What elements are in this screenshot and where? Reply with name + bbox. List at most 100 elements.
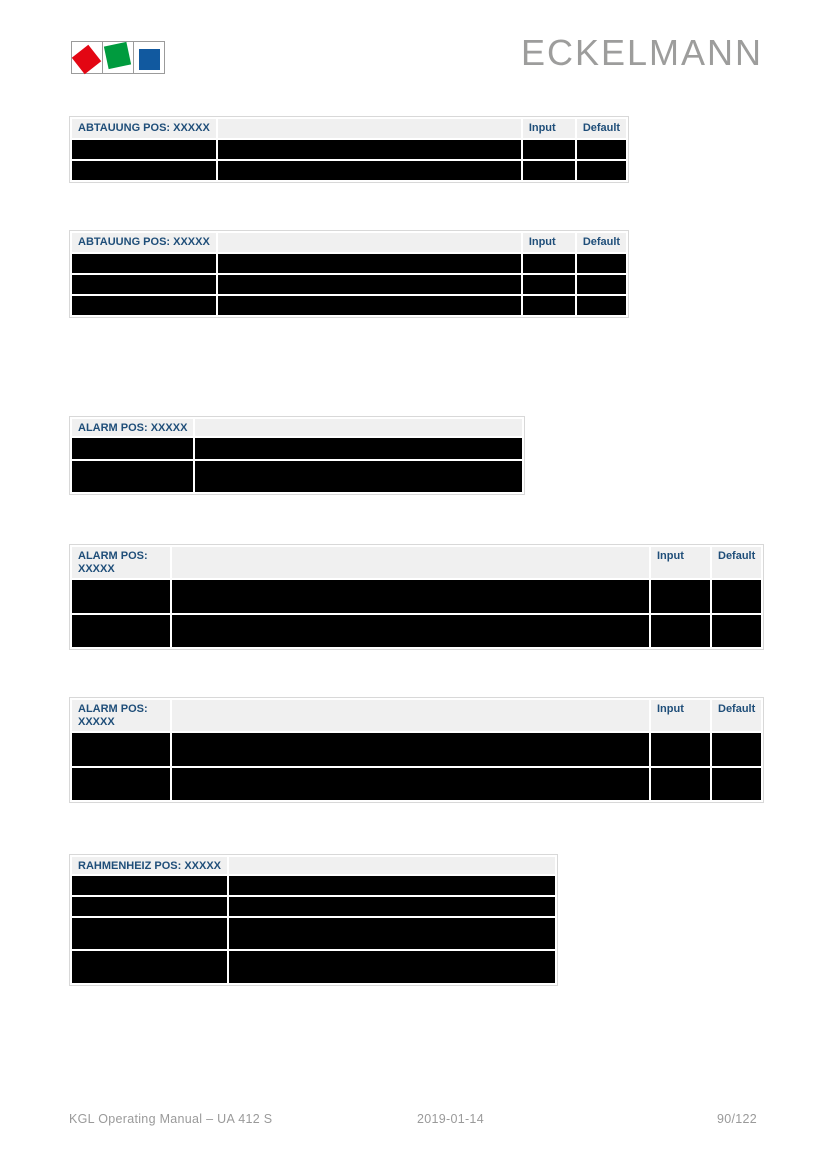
redacted-cell (195, 461, 523, 492)
redacted-cell (712, 580, 762, 613)
redacted-cell (229, 951, 556, 983)
logo-cell-green (102, 41, 134, 74)
redacted-cell (195, 438, 523, 459)
table-row (72, 254, 627, 273)
redacted-cell (72, 897, 228, 916)
redacted-cell (72, 461, 194, 492)
table-row (72, 161, 627, 180)
table-header-row: ALARM POS:XXXXX Input Default (72, 547, 762, 578)
redacted-cell (712, 733, 762, 766)
logo-blue-square-icon (139, 49, 160, 70)
redacted-cell (217, 161, 521, 180)
redacted-cell (576, 275, 627, 294)
column-header-empty (229, 857, 556, 874)
redacted-cell (651, 615, 710, 647)
logo-cell-blue (133, 41, 165, 74)
redacted-cell (217, 254, 521, 273)
column-header-empty (172, 700, 649, 731)
footer-document-title: KGL Operating Manual – UA 412 S (69, 1112, 273, 1126)
column-header-empty (172, 547, 649, 578)
table-row (72, 918, 556, 949)
redacted-cell (651, 580, 710, 613)
column-header-default: Default (576, 233, 627, 252)
redacted-cell (522, 275, 575, 294)
redacted-cell (72, 768, 170, 800)
table-title-line1: ALARM POS: (78, 703, 148, 715)
column-header-input: Input (651, 547, 710, 578)
alarm-table-1: ALARM POS: XXXXX (69, 416, 526, 495)
redacted-cell (72, 918, 228, 949)
table-row (72, 615, 762, 647)
logo-red-square-icon (71, 44, 102, 75)
redacted-cell (72, 951, 228, 983)
table-row (72, 876, 556, 895)
redacted-cell (522, 161, 575, 180)
table-row (72, 768, 762, 800)
table-row (72, 733, 762, 766)
alarm-table-2: ALARM POS:XXXXX Input Default (69, 544, 765, 650)
redacted-cell (217, 275, 521, 294)
redacted-cell (72, 615, 170, 647)
redacted-cell (217, 296, 521, 315)
redacted-cell (651, 768, 710, 800)
table-row (72, 951, 556, 983)
footer-date: 2019-01-14 (417, 1112, 484, 1126)
table-row (72, 580, 762, 613)
redacted-cell (72, 876, 228, 895)
redacted-cell (522, 296, 575, 315)
redacted-cell (576, 296, 627, 315)
redacted-cell (522, 140, 575, 159)
redacted-cell (72, 140, 216, 159)
alarm-table-3: ALARM POS:XXXXX Input Default (69, 697, 765, 803)
table-row (72, 140, 627, 159)
table-row (72, 461, 523, 492)
column-header-input: Input (651, 700, 710, 731)
column-header-empty (217, 119, 521, 138)
redacted-cell (651, 733, 710, 766)
footer-page-number: 90/122 (716, 1112, 757, 1126)
abtauung-table-2: ABTAUUNG POS: XXXXX Input Default (69, 230, 630, 318)
table-header-row: ALARM POS: XXXXX (72, 419, 523, 436)
column-header-default: Default (712, 547, 762, 578)
redacted-cell (172, 733, 649, 766)
table-header-row: RAHMENHEIZ POS: XXXXX (72, 857, 556, 874)
redacted-cell (217, 140, 521, 159)
table-title: ALARM POS:XXXXX (72, 547, 170, 578)
redacted-cell (229, 897, 556, 916)
redacted-cell (229, 918, 556, 949)
table-header-row: ABTAUUNG POS: XXXXX Input Default (72, 233, 627, 252)
column-header-default: Default (576, 119, 627, 138)
redacted-cell (72, 254, 216, 273)
redacted-cell (72, 580, 170, 613)
table-title: ALARM POS:XXXXX (72, 700, 170, 731)
redacted-cell (576, 161, 627, 180)
column-header-default: Default (712, 700, 762, 731)
column-header-input: Input (522, 233, 575, 252)
table-row (72, 296, 627, 315)
table-title-line1: ALARM POS: (78, 550, 148, 562)
brand-logo (71, 41, 165, 75)
redacted-cell (72, 296, 216, 315)
redacted-cell (522, 254, 575, 273)
table-row (72, 438, 523, 459)
redacted-cell (72, 438, 194, 459)
table-title: ABTAUUNG POS: XXXXX (72, 233, 216, 252)
table-row (72, 275, 627, 294)
logo-green-square-icon (103, 41, 132, 70)
column-header-empty (195, 419, 523, 436)
brand-wordmark: ECKELMANN (520, 32, 763, 73)
table-title-line2: XXXXX (78, 563, 115, 575)
redacted-cell (712, 768, 762, 800)
column-header-empty (217, 233, 521, 252)
redacted-cell (576, 254, 627, 273)
redacted-cell (72, 733, 170, 766)
redacted-cell (576, 140, 627, 159)
table-title: ALARM POS: XXXXX (72, 419, 194, 436)
table-row (72, 897, 556, 916)
redacted-cell (172, 615, 649, 647)
rahmenheiz-table: RAHMENHEIZ POS: XXXXX (69, 854, 559, 986)
abtauung-table-1: ABTAUUNG POS: XXXXX Input Default (69, 116, 630, 183)
table-title: ABTAUUNG POS: XXXXX (72, 119, 216, 138)
redacted-cell (712, 615, 762, 647)
